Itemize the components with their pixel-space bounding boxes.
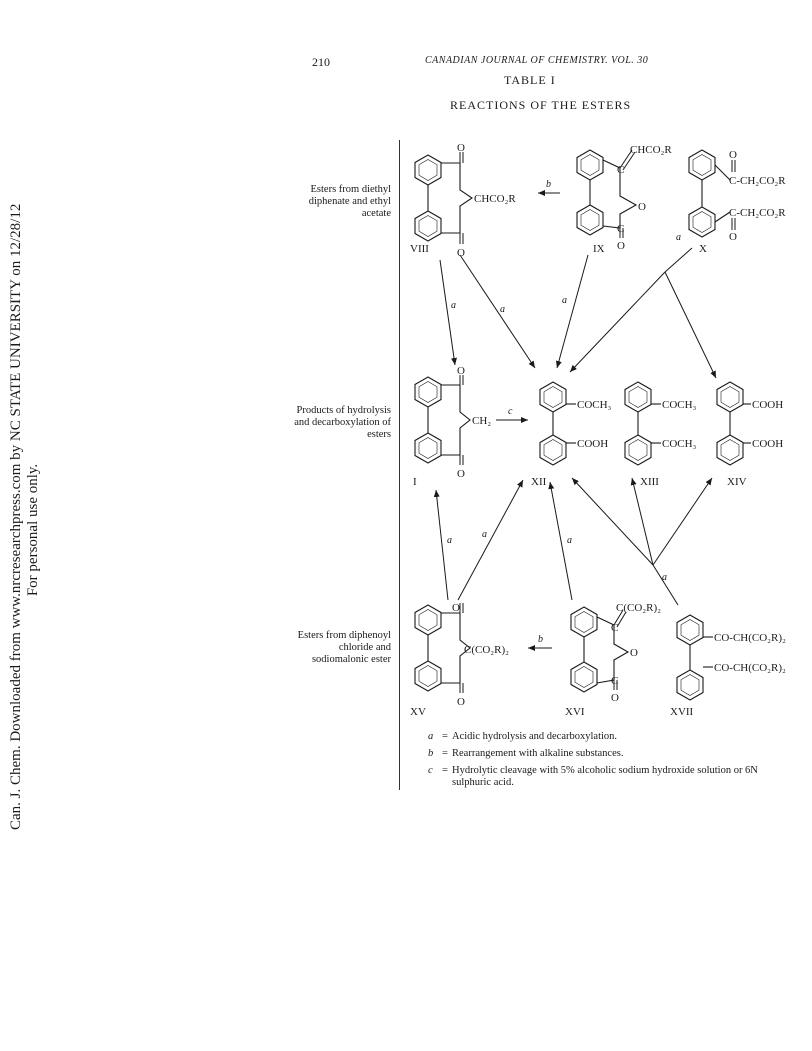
legend-text: Acidic hydrolysis and decarboxylation. xyxy=(452,731,618,742)
legend-key: a xyxy=(428,731,434,742)
arrow-xv-to-xii xyxy=(457,479,524,601)
compound-xii-structure xyxy=(539,381,576,466)
compound-i-group: CH₂ xyxy=(472,415,491,427)
compound-x-group-bottom: C-CH₂CO₂R xyxy=(729,207,786,219)
compound-x-o-bottom: O xyxy=(729,231,737,243)
arrow-label-b-top: b xyxy=(546,179,551,190)
arrow-label-a-xv-xii: a xyxy=(482,529,487,540)
compound-xvii-numeral: XVII xyxy=(670,706,694,718)
compound-xiii-group-bottom: COCH₃ xyxy=(662,438,697,450)
compound-x-structure xyxy=(688,149,736,238)
compound-xv-group: C(CO₂R)₂ xyxy=(464,644,509,656)
compound-xvi-structure xyxy=(570,606,630,693)
arrow-label-c: c xyxy=(508,406,513,417)
compound-viii-o-top: O xyxy=(457,142,465,154)
compound-ix-c-top: C xyxy=(617,164,624,176)
compound-ix-c-bottom: C xyxy=(617,223,624,235)
compound-xvii-structure xyxy=(676,614,713,701)
arrow-xv-to-i xyxy=(433,489,449,601)
compound-xvii-group-bottom: CO-CH(CO₂R)₂ xyxy=(714,662,786,674)
row-label-esters-diphenoyl: Esters from diphenoyl chloride and sodio… xyxy=(297,630,391,665)
legend-item-a: a = Acidic hydrolysis and decarboxylation. xyxy=(428,731,792,743)
compound-xiii-group-top: COCH₃ xyxy=(662,399,697,411)
compound-xiii-structure xyxy=(624,381,661,466)
row-label-esters-diethyl: Esters from diethyl diphenate and ethyl … xyxy=(308,184,391,219)
compound-xv-o-top: O xyxy=(452,602,460,614)
arrow-label-a-viii-i: a xyxy=(451,300,456,311)
compound-xv-o-bottom: O xyxy=(457,696,465,708)
arrow-viii-to-i xyxy=(439,259,457,366)
compound-x-group-top: C-CH₂CO₂R xyxy=(729,175,786,187)
compound-xiv-structure xyxy=(716,381,751,466)
arrow-label-a-ix-xii: a xyxy=(562,295,567,306)
compound-xvi-o-bottom: O xyxy=(611,692,619,704)
compound-viii-group: CHCO₂R xyxy=(474,193,516,205)
compound-xii-numeral: XII xyxy=(531,476,547,488)
compound-xvi-numeral: XVI xyxy=(565,706,585,718)
compound-xv-structure xyxy=(414,603,471,693)
arrow-xvii-to-xiv xyxy=(652,477,713,566)
compound-ix-group: CHCO₂R xyxy=(630,144,672,156)
compound-xvi-c-top: C xyxy=(611,622,618,634)
table-title: TABLE I xyxy=(504,73,556,87)
row-label-products: Products of hydrolysis and decarboxylati… xyxy=(294,405,391,440)
legend-key: c xyxy=(428,765,433,776)
compound-ix-structure xyxy=(576,149,638,238)
arrow-label-a-viii-xii: a xyxy=(500,304,505,315)
compound-viii-o-bottom: O xyxy=(457,247,465,259)
page-number: 210 xyxy=(312,55,330,69)
arrow-x-to-xiv xyxy=(664,271,717,379)
compound-xvi-group: C(CO₂R)₂ xyxy=(616,602,661,614)
compound-xiv-group-top: COOH xyxy=(752,399,783,411)
compound-ix-numeral: IX xyxy=(593,243,605,255)
arrow-xvii-to-xiii xyxy=(630,477,654,566)
arrow-xvi-to-xii xyxy=(548,481,573,601)
compound-ix-ring-o: O xyxy=(638,201,646,213)
compound-i-structure xyxy=(414,375,471,465)
compound-xv-numeral: XV xyxy=(410,706,426,718)
running-head: CANADIAN JOURNAL OF CHEMISTRY. VOL. 30 xyxy=(425,55,649,66)
arrow-label-b-bottom: b xyxy=(538,634,543,645)
arrow-label-a-x: a xyxy=(676,232,681,243)
compound-x-o-top: O xyxy=(729,149,737,161)
legend-equals: = xyxy=(442,731,448,742)
compound-i-o-bottom: O xyxy=(457,468,465,480)
arrow-x-to-xii xyxy=(569,271,666,373)
compound-xiv-group-bottom: COOH xyxy=(752,438,783,450)
legend-item-b: b = Rearrangement with alkaline substances… xyxy=(428,748,792,760)
legend-text: Hydrolytic cleavage with 5% alcoholic so… xyxy=(452,765,758,788)
compound-xvii-group-top: CO-CH(CO₂R)₂ xyxy=(714,632,786,644)
arrow-label-a-xv-i: a xyxy=(447,535,452,546)
table-vertical-rule xyxy=(399,140,400,790)
compound-xiii-numeral: XIII xyxy=(640,476,659,488)
compound-xvi-ring-o: O xyxy=(630,647,638,659)
table-caption: REACTIONS OF THE ESTERS xyxy=(450,98,632,112)
compound-i-numeral: I xyxy=(413,476,417,488)
legend-key: b xyxy=(428,748,434,759)
compound-viii-numeral: VIII xyxy=(410,243,429,255)
compound-xiv-numeral: XIV xyxy=(727,476,747,488)
legend-equals: = xyxy=(442,748,448,759)
arrow-ix-to-xii xyxy=(555,254,589,369)
legend-text: Rearrangement with alkaline substances. xyxy=(452,748,624,759)
compound-xii-group-top: COCH₃ xyxy=(577,399,612,411)
compound-i-o-top: O xyxy=(457,365,465,377)
legend-item-c: c = Hydrolytic cleavage with 5% alcoholic … xyxy=(428,765,792,789)
compound-viii-structure xyxy=(414,152,473,244)
compound-xii-group-bottom: COOH xyxy=(577,438,608,450)
arrow-xvii-stem xyxy=(652,564,679,606)
arrow-label-a-xvi-xii: a xyxy=(567,535,572,546)
arrow-x-stem xyxy=(664,247,693,273)
arrow-label-a-xvii: a xyxy=(662,572,667,583)
compound-xvi-c-bottom: C xyxy=(611,675,618,687)
compound-ix-o-bottom: O xyxy=(617,240,625,252)
arrow-viii-to-xii xyxy=(459,254,536,369)
compound-x-numeral: X xyxy=(699,243,707,255)
arrow-xvii-to-xii xyxy=(571,477,654,566)
legend-equals: = xyxy=(442,765,448,776)
